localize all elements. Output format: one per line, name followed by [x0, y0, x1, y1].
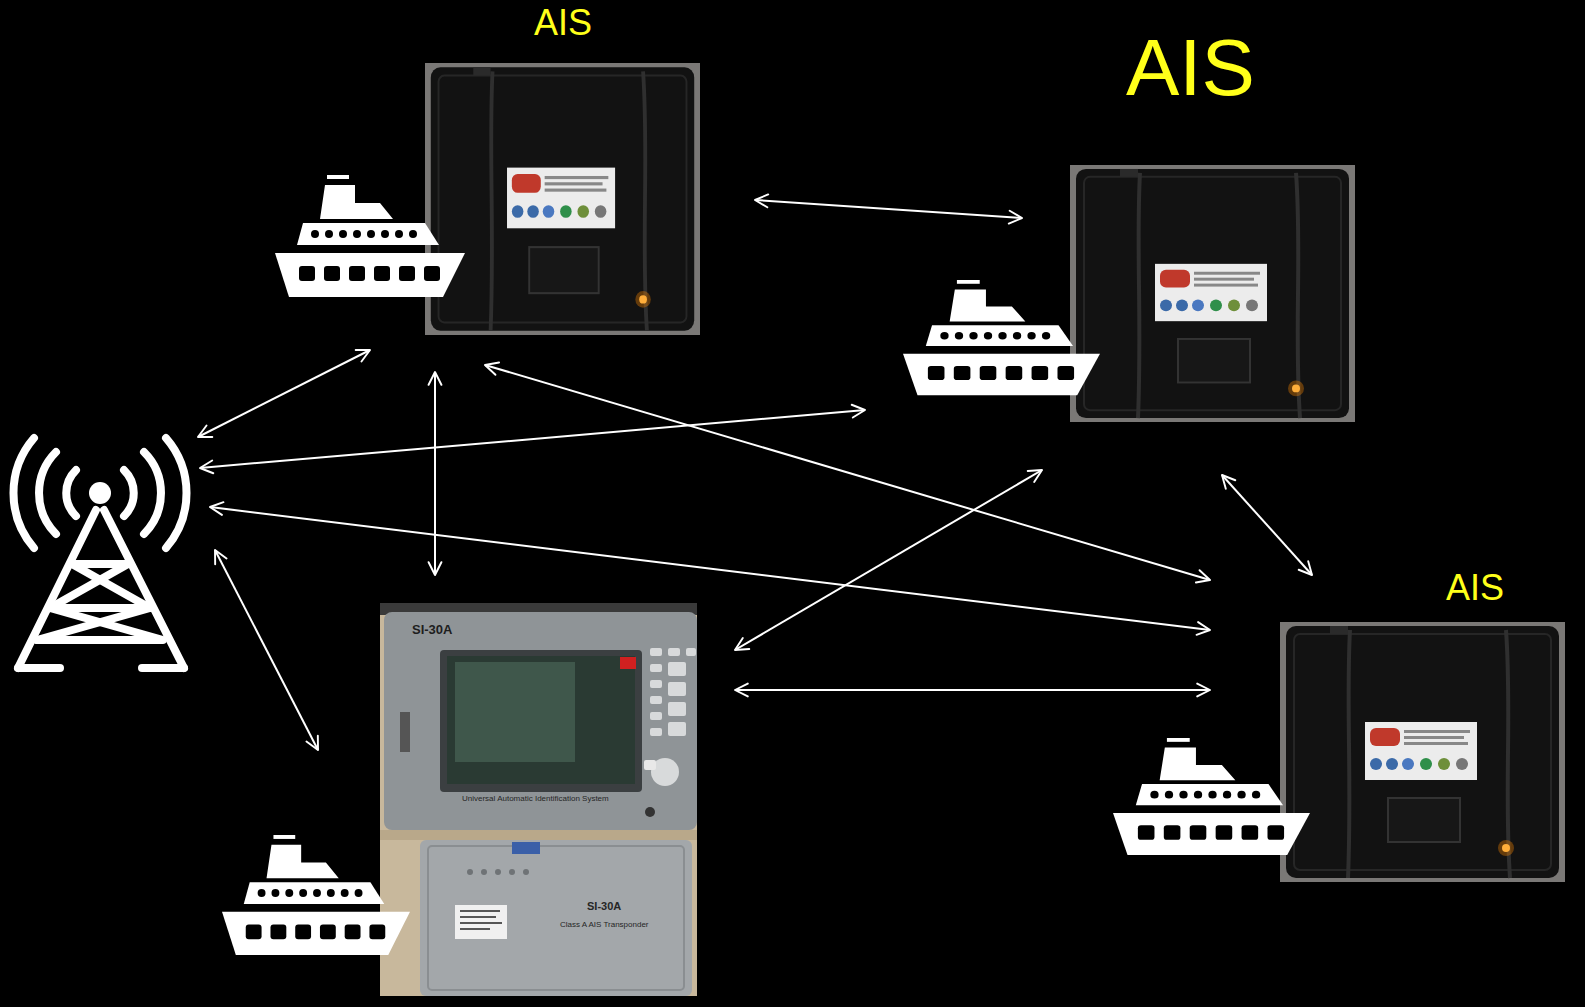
device-marking: SI-30A: [587, 901, 621, 912]
radio-tower: [13, 438, 186, 668]
radio-link-arrow: [1222, 475, 1312, 575]
radio-link-arrow: [735, 470, 1042, 650]
ais-device: AIS: [1113, 570, 1565, 882]
device-marking: Universal Automatic Identification Syste…: [462, 795, 609, 803]
ais-case: [425, 63, 700, 335]
ship-icon: [903, 280, 1100, 395]
transponder-device: SI-30A Universal Automatic Identification…: [222, 603, 697, 996]
ais-device: AIS: [275, 5, 700, 335]
ship-icon: [1113, 738, 1310, 855]
radio-link-arrow: [434, 372, 436, 575]
radio-link-arrow: [735, 689, 1210, 691]
radio-link-arrow: [200, 410, 865, 468]
ship-icon: [275, 175, 465, 297]
transponder-photo: [380, 603, 697, 996]
ship-icon: [222, 835, 410, 955]
radio-link-arrow: [755, 200, 1022, 218]
ais-case: [1070, 165, 1355, 422]
device-marking: Class A AIS Transponder: [560, 921, 649, 929]
radio-link-arrow: [210, 507, 1210, 630]
device-label: AIS: [534, 5, 592, 41]
ais-case: [1280, 622, 1565, 882]
device-label: AIS: [1446, 570, 1504, 606]
base-station: [12, 435, 190, 678]
device-label: AIS: [1126, 28, 1255, 108]
radio-link-arrow: [198, 350, 370, 437]
radio-link-arrow: [215, 550, 318, 750]
radio-link-arrow: [485, 365, 1210, 580]
device-marking: SI-30A: [412, 623, 452, 636]
ais-device: AIS: [903, 28, 1355, 422]
